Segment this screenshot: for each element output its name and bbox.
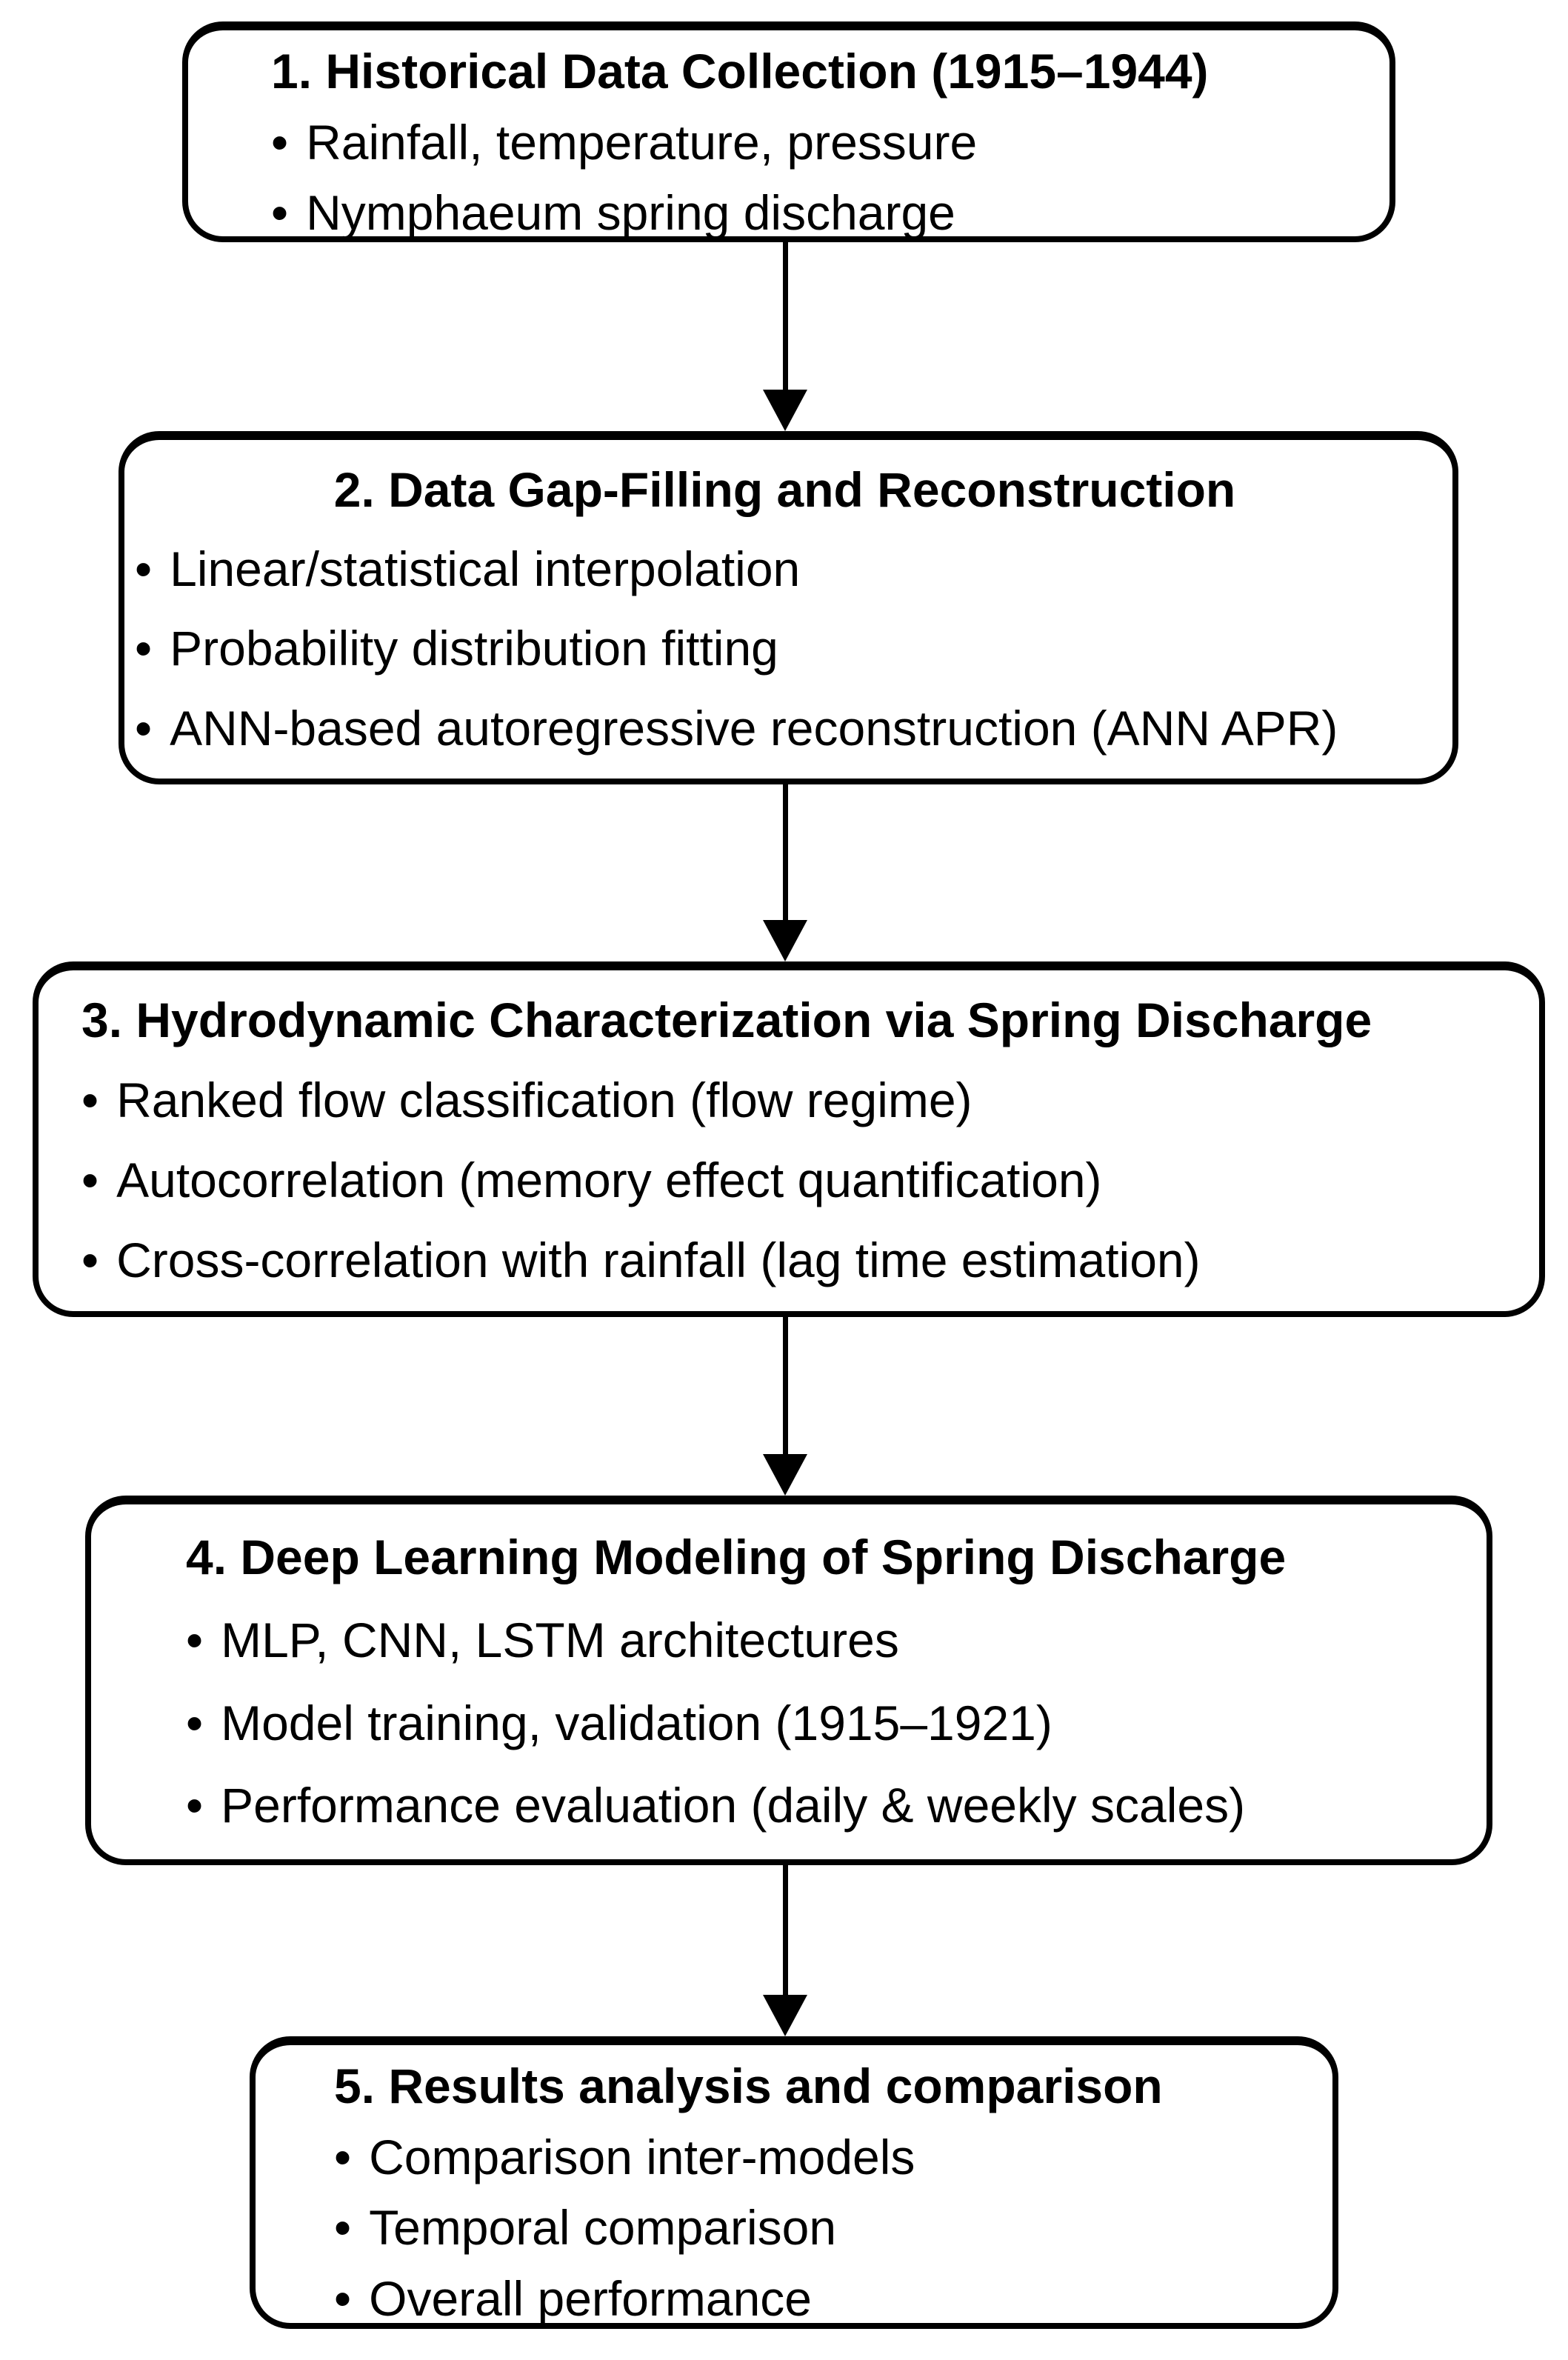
step-2-title: 2. Data Gap-Filling and Reconstruction bbox=[333, 461, 1236, 517]
step-5-title: 5. Results analysis and comparison bbox=[334, 2059, 1163, 2113]
bullet-icon: • bbox=[186, 1612, 204, 1667]
list-item: • Linear/statistical interpolation bbox=[135, 534, 1435, 605]
bullet-text: Rainfall, temperature, pressure bbox=[306, 114, 978, 170]
bullet-icon: • bbox=[334, 2200, 352, 2256]
bullet-icon: • bbox=[81, 1233, 99, 1288]
arrow-shaft bbox=[782, 1317, 788, 1454]
list-item: • MLP, CNN, LSTM architectures bbox=[186, 1605, 1464, 1676]
bullet-icon: • bbox=[81, 1073, 99, 1128]
bullet-icon: • bbox=[271, 114, 289, 170]
list-item: • ANN-based autoregressive reconstructio… bbox=[135, 693, 1435, 764]
list-item: • Comparison inter-models bbox=[334, 2122, 1315, 2193]
bullet-icon: • bbox=[334, 2129, 352, 2184]
step-box-2: 2. Data Gap-Filling and Reconstruction •… bbox=[119, 431, 1458, 784]
list-item: • Ranked flow classification (flow regim… bbox=[81, 1065, 1521, 1136]
bullet-text: Linear/statistical interpolation bbox=[170, 541, 801, 596]
bullet-text: Cross-correlation with rainfall (lag tim… bbox=[116, 1233, 1201, 1288]
list-item: • Autocorrelation (memory effect quantif… bbox=[81, 1145, 1521, 1216]
step-3-title: 3. Hydrodynamic Characterization via Spr… bbox=[81, 993, 1372, 1048]
arrowhead-down-icon bbox=[763, 1995, 807, 2036]
flow-arrow-4 bbox=[761, 1865, 809, 2036]
arrow-shaft bbox=[782, 1865, 788, 1995]
bullet-icon: • bbox=[135, 700, 153, 756]
bullet-text: Autocorrelation (memory effect quantific… bbox=[116, 1153, 1102, 1208]
arrow-shaft bbox=[782, 242, 788, 390]
bullet-icon: • bbox=[334, 2271, 352, 2327]
step-box-3: 3. Hydrodynamic Characterization via Spr… bbox=[33, 961, 1545, 1317]
bullet-text: Temporal comparison bbox=[369, 2200, 837, 2256]
list-item: • Nymphaeum spring discharge bbox=[271, 178, 1367, 249]
list-item: • Rainfall, temperature, pressure bbox=[271, 107, 1367, 179]
flow-arrow-1 bbox=[761, 242, 809, 431]
bullet-text: Performance evaluation (daily & weekly s… bbox=[221, 1778, 1246, 1833]
list-item: • Overall performance bbox=[334, 2264, 1315, 2335]
flow-arrow-3 bbox=[761, 1317, 809, 1496]
bullet-icon: • bbox=[186, 1695, 204, 1750]
arrowhead-down-icon bbox=[763, 920, 807, 961]
bullet-text: Comparison inter-models bbox=[369, 2129, 915, 2184]
bullet-text: Overall performance bbox=[369, 2271, 813, 2327]
list-item: • Performance evaluation (daily & weekly… bbox=[186, 1770, 1464, 1841]
bullet-text: Model training, validation (1915–1921) bbox=[221, 1695, 1052, 1750]
bullet-text: MLP, CNN, LSTM architectures bbox=[221, 1612, 899, 1667]
list-item: • Probability distribution fitting bbox=[135, 613, 1435, 684]
bullet-icon: • bbox=[135, 541, 153, 596]
bullet-icon: • bbox=[271, 185, 289, 241]
flow-arrow-2 bbox=[761, 784, 809, 961]
bullet-icon: • bbox=[81, 1153, 99, 1208]
arrowhead-down-icon bbox=[763, 390, 807, 431]
list-item: • Temporal comparison bbox=[334, 2193, 1315, 2264]
step-box-1: 1. Historical Data Collection (1915–1944… bbox=[182, 21, 1395, 242]
step-4-title: 4. Deep Learning Modeling of Spring Disc… bbox=[186, 1530, 1287, 1585]
arrow-shaft bbox=[782, 784, 788, 920]
bullet-text: Probability distribution fitting bbox=[170, 621, 778, 676]
bullet-text: Nymphaeum spring discharge bbox=[306, 185, 955, 241]
bullet-text: ANN-based autoregressive reconstruction … bbox=[170, 700, 1338, 756]
list-item: • Model training, validation (1915–1921) bbox=[186, 1688, 1464, 1759]
arrowhead-down-icon bbox=[763, 1454, 807, 1496]
step-box-4: 4. Deep Learning Modeling of Spring Disc… bbox=[85, 1496, 1492, 1865]
bullet-text: Ranked flow classification (flow regime) bbox=[116, 1073, 973, 1128]
step-1-title: 1. Historical Data Collection (1915–1944… bbox=[271, 44, 1209, 99]
list-item: • Cross-correlation with rainfall (lag t… bbox=[81, 1225, 1521, 1296]
bullet-icon: • bbox=[186, 1778, 204, 1833]
bullet-icon: • bbox=[135, 621, 153, 676]
step-box-5: 5. Results analysis and comparison • Com… bbox=[250, 2036, 1338, 2329]
